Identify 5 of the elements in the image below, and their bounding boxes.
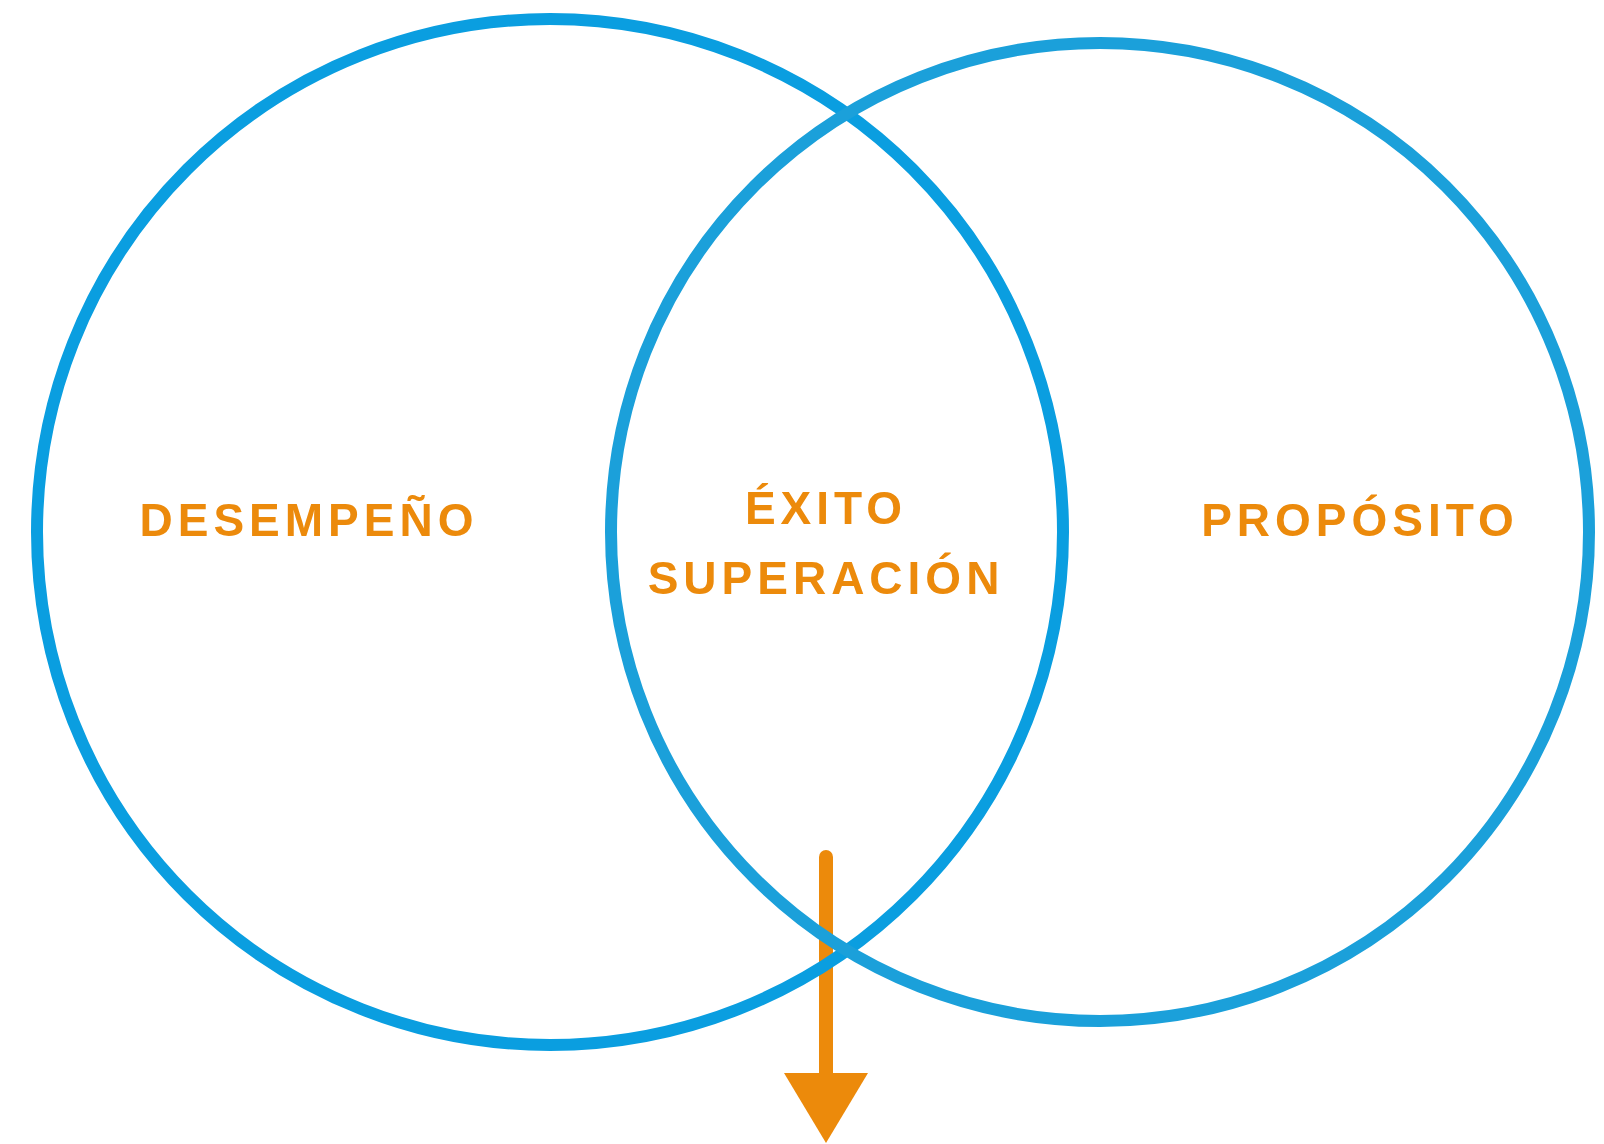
circle-label: PROPÓSITO [1201, 493, 1519, 548]
venn-circle [605, 37, 1595, 1027]
circle-label: DESEMPEÑO [139, 493, 479, 548]
venn-circle [31, 13, 1069, 1051]
overlap-label: ÉXITO SUPERACIÓN [616, 473, 1036, 613]
